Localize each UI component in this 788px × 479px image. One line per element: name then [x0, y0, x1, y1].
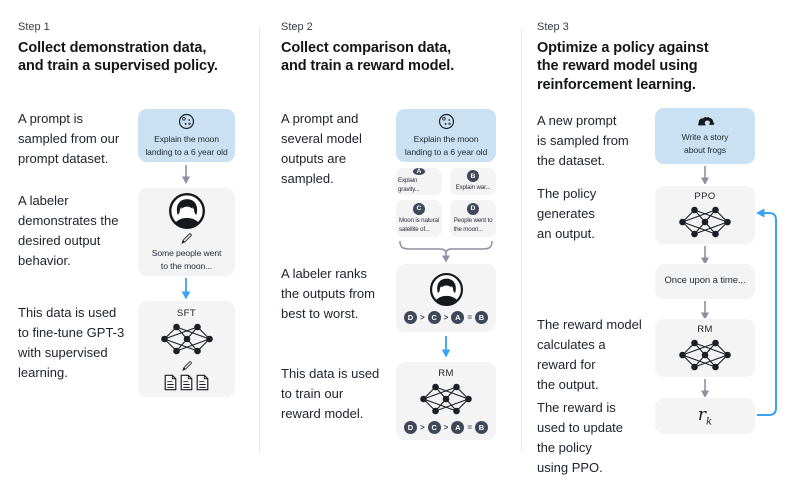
step3-caption-policy: The policy generates an output. [537, 186, 597, 242]
rank-separator: > [443, 423, 449, 432]
rank-badge: D [403, 421, 417, 434]
frog-icon [697, 117, 714, 126]
document-icon [180, 374, 193, 390]
pencil-icon [181, 232, 192, 244]
labeler-avatar-icon [168, 192, 206, 230]
step2-prompt-text: Explain the moon landing to a 6 year old [404, 133, 488, 157]
step2-labeler-box: D > C > A = B [396, 264, 496, 332]
rank-badge: A [451, 421, 465, 434]
reward-value: rk [697, 404, 713, 428]
neural-network-icon [678, 338, 732, 371]
brace-merge-icon [399, 240, 493, 263]
neural-network-icon [160, 322, 213, 355]
step3-ppo-box: PPO [655, 186, 755, 244]
step2-caption-rank: A labeler ranks the outputs from best to… [281, 266, 375, 322]
step1-title: Collect demonstration data, and train a … [18, 40, 218, 75]
arrow-down-icon [700, 246, 710, 263]
step3-label: Step 3 [537, 21, 569, 33]
step3-prompt-box: Write a story about frogs [655, 108, 755, 164]
step3-caption-prompt: A new prompt is sampled from the dataset… [537, 113, 629, 169]
step3-rm-box: RM [655, 319, 755, 377]
rm-model-label: RM [438, 368, 454, 379]
option-badge-d: D [467, 202, 479, 215]
step1-label: Step 1 [18, 21, 50, 33]
column-divider [259, 28, 260, 452]
step1-sft-box: SFT [138, 301, 235, 397]
option-box-d: D People went to the moon... [450, 200, 496, 237]
option-text-c: Moon is natural satellite of... [398, 216, 440, 233]
rank-badge: C [427, 311, 441, 324]
step3-caption-reward: The reward model calculates a reward for… [537, 317, 642, 393]
rank-badge: B [475, 311, 488, 324]
step2-rm-box: RM D > C > A = B [396, 362, 496, 440]
option-text-b: Explain war... [455, 184, 491, 191]
option-text-a: Explain gravity... [398, 177, 420, 193]
ppo-model-label: PPO [694, 190, 716, 202]
step2-label: Step 2 [281, 21, 313, 33]
document-icon [164, 374, 177, 390]
rank-badge: A [451, 311, 465, 324]
sft-model-label: SFT [176, 307, 197, 319]
rank-separator: > [419, 423, 425, 432]
document-icon [196, 374, 209, 390]
step1-prompt-box: Explain the moon landing to a 6 year old [138, 109, 235, 162]
documents-row [164, 374, 209, 391]
moon-icon [438, 113, 454, 129]
step3-caption-update: The reward is used to update the policy … [537, 400, 624, 476]
feedback-loop-arrow [756, 208, 777, 416]
option-box-c: C Moon is natural satellite of... [396, 200, 442, 237]
arrow-down-icon [181, 165, 191, 185]
step2-caption-train: This data is used to train our reward mo… [281, 366, 380, 422]
option-text-d: People went to the moon... [453, 216, 493, 233]
step3-prompt-text: Write a story about frogs [681, 132, 729, 155]
rank-separator: > [443, 313, 449, 322]
step1-prompt-text: Explain the moon landing to a 6 year old [145, 133, 228, 157]
rm-model-label: RM [697, 323, 713, 335]
step3-output-text: Once upon a time... [664, 275, 746, 287]
rank-separator: > [419, 313, 425, 322]
step3-title: Optimize a policy against the reward mod… [537, 40, 709, 93]
labeler-avatar-icon [429, 272, 464, 307]
option-badge-a: A [413, 168, 425, 176]
step1-labeler-box: Some people went to the moon... [138, 188, 235, 276]
step3-reward-box: rk [655, 398, 755, 434]
step1-caption-prompt: A prompt is sampled from our prompt data… [18, 111, 120, 167]
step1-caption-labeler: A labeler demonstrates the desired outpu… [18, 193, 119, 269]
step1-demonstration-text: Some people went to the moon... [151, 247, 222, 271]
neural-network-icon [419, 383, 473, 415]
rank-badge: B [475, 421, 488, 434]
step3-output-box: Once upon a time... [655, 264, 755, 299]
option-box-a: A Explain gravity... [396, 168, 442, 195]
option-badge-b: B [467, 170, 479, 182]
arrow-down-icon [700, 166, 710, 184]
rank-separator: = [467, 423, 472, 432]
ranking-row: D > C > A = B [403, 421, 488, 434]
column-divider [521, 28, 522, 452]
arrow-down-blue-icon [441, 336, 451, 359]
step2-title: Collect comparison data, and train a rew… [281, 40, 455, 75]
step2-prompt-box: Explain the moon landing to a 6 year old [396, 109, 496, 162]
step1-caption-finetune: This data is used to fine-tune GPT-3 wit… [18, 305, 125, 381]
rank-badge: D [403, 311, 417, 324]
rank-separator: = [467, 313, 472, 322]
neural-network-icon [678, 205, 732, 238]
rank-badge: C [427, 421, 441, 434]
arrow-down-blue-icon [181, 278, 191, 300]
option-badge-c: C [413, 202, 425, 215]
arrow-down-icon [700, 301, 710, 318]
moon-icon [178, 113, 195, 129]
pencil-icon [182, 360, 192, 371]
step2-caption-prompt: A prompt and several model outputs are s… [281, 111, 362, 187]
option-box-b: B Explain war... [450, 168, 496, 195]
arrow-down-icon [700, 379, 710, 397]
ranking-row: D > C > A = B [403, 311, 488, 324]
